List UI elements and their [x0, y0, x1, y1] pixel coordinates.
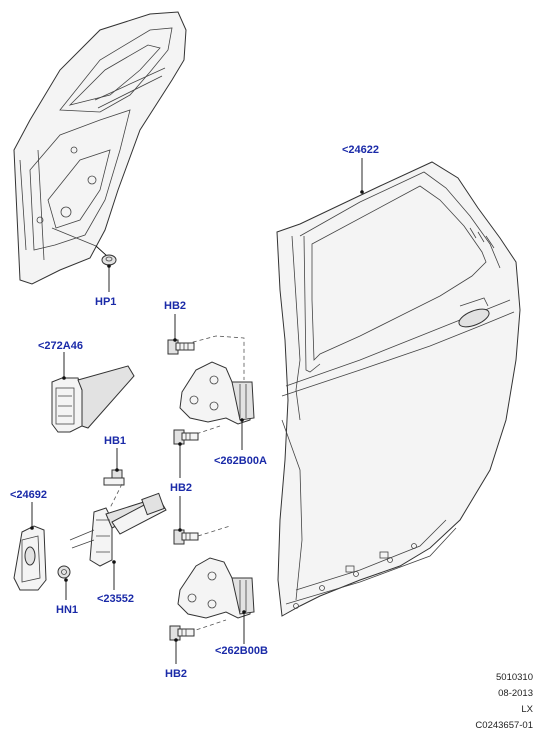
- check-strap: [69, 448, 167, 590]
- callout-hb2-mid: HB2: [170, 482, 193, 494]
- bolt-hb2-mid-lower: [173, 496, 231, 545]
- callout-24692: <24692: [10, 489, 48, 501]
- callout-272a46: <272A46: [38, 340, 83, 352]
- illustration-date: 08-2013: [498, 688, 533, 699]
- lower-hinge: [177, 557, 255, 644]
- check-strap-bracket: [51, 352, 135, 433]
- callout-hb2-top: HB2: [164, 300, 187, 312]
- callout-23552: <23552: [97, 593, 135, 605]
- model-code: LX: [521, 704, 533, 715]
- illustration-ref: C0243657-01: [475, 720, 533, 731]
- callout-hb1: HB1: [104, 435, 127, 447]
- bolt-hb2-top: [167, 314, 195, 355]
- callout-262b00b: <262B00B: [215, 645, 268, 657]
- bolt-hb2-mid-upper: [173, 429, 199, 478]
- callout-262b00a: <262B00A: [214, 455, 267, 467]
- callout-24622: <24622: [342, 144, 380, 156]
- door-outer-panel: [276, 161, 521, 617]
- hp1-plug: [95, 245, 117, 292]
- nut-hn1: [57, 565, 71, 600]
- door-inner-panel: [13, 11, 187, 285]
- illustration-code: 5010310: [496, 672, 533, 683]
- hinge-cover: [13, 502, 47, 591]
- bolt-hb2-bottom: [169, 625, 195, 664]
- callout-hb2-bottom: HB2: [165, 668, 188, 680]
- callout-hn1: HN1: [56, 604, 79, 616]
- upper-hinge: [179, 335, 255, 450]
- callout-hp1: HP1: [95, 296, 117, 308]
